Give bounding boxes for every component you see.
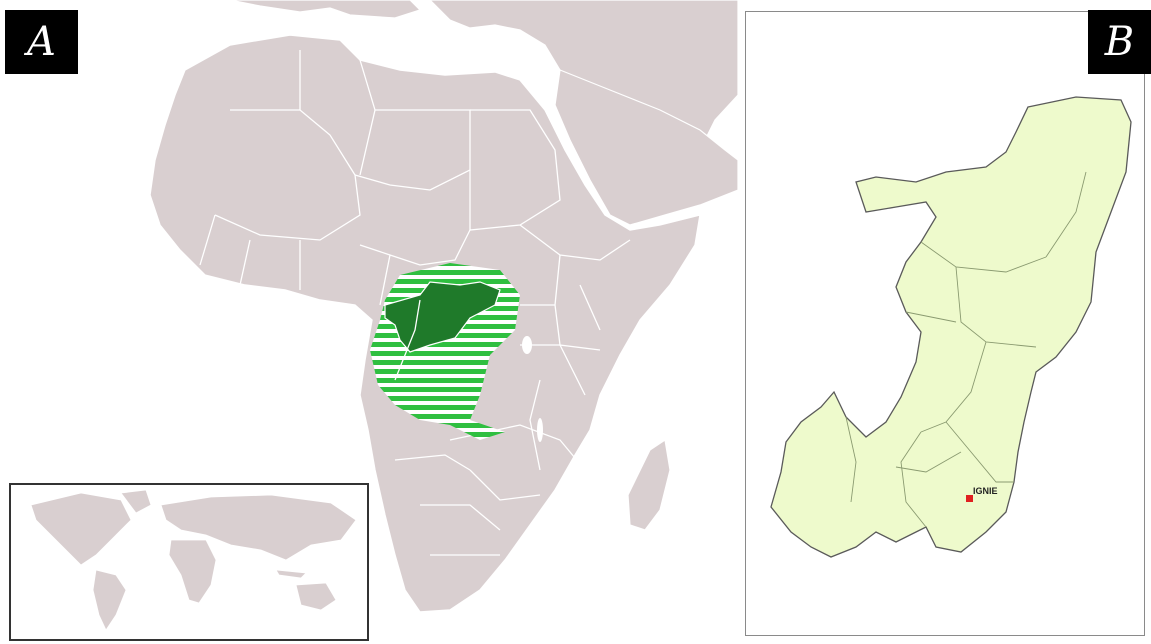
country-outline [770, 96, 1132, 558]
location-marker [966, 495, 973, 502]
location-label: IGNIE [973, 486, 998, 496]
greenland [120, 489, 152, 514]
department-borders [845, 171, 1087, 528]
country-borders [199, 50, 631, 556]
republic-map: IGNIE [770, 96, 1132, 558]
congo-river-line [394, 299, 421, 381]
south-america [92, 569, 127, 631]
panel-b-badge: B [1088, 10, 1151, 74]
lake [522, 336, 532, 354]
australia [295, 582, 337, 611]
lake [537, 418, 543, 442]
madagascar [627, 438, 671, 531]
world-inset-map [9, 483, 369, 641]
europe-asia [160, 494, 357, 561]
panel-a-badge: A [5, 10, 78, 74]
north-america [30, 492, 132, 566]
indonesia [275, 569, 307, 579]
country-map-panel: IGNIE [745, 11, 1145, 636]
africa-map [149, 0, 738, 613]
africa-small [168, 539, 217, 604]
arabian-peninsula [554, 69, 738, 226]
